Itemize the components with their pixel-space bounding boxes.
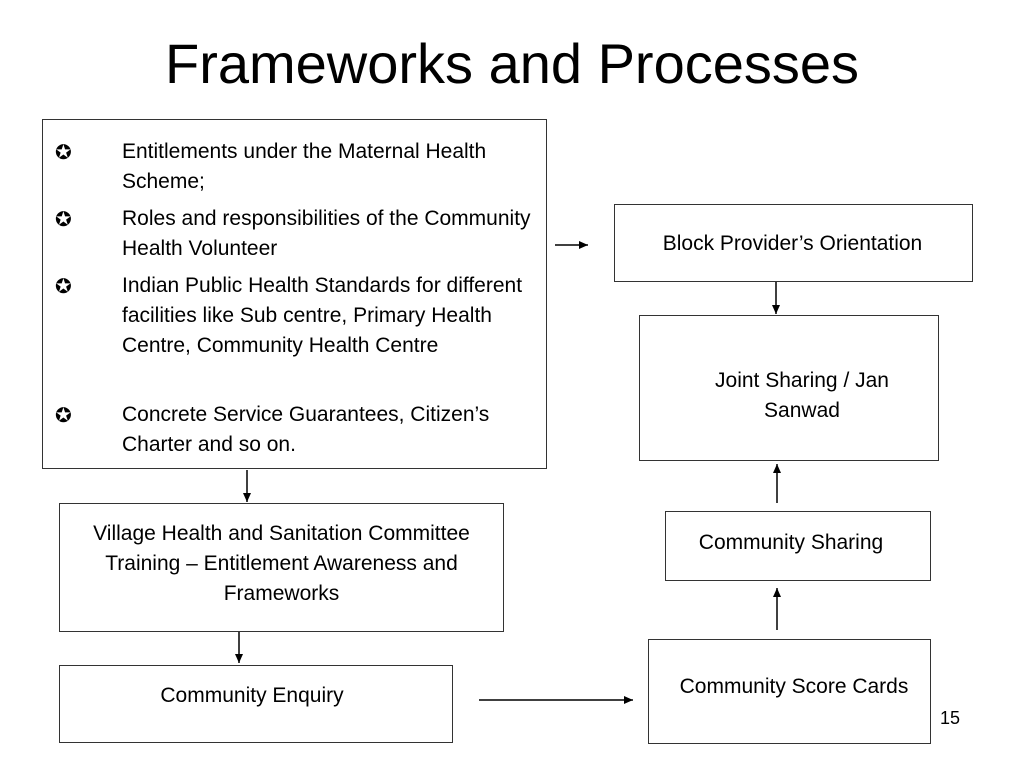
vhsc-training-label: Village Health and Sanitation Committee … — [93, 522, 470, 605]
community-sharing-label: Community Sharing — [698, 531, 884, 554]
community-score-cards-label: Community Score Cards — [679, 675, 909, 698]
bullet-text: Concrete Service Guarantees, Citizen’s C… — [122, 403, 490, 456]
community-enquiry-box: Community Enquiry — [59, 665, 453, 743]
frameworks-list-box: ✪ Entitlements under the Maternal Health… — [42, 119, 547, 469]
page-number: 15 — [940, 708, 961, 728]
block-orientation-box: Block Provider’s Orientation — [614, 204, 973, 282]
star-bullet-icon: ✪ — [55, 405, 72, 427]
joint-sharing-label: Joint Sharing / Jan Sanwad — [715, 369, 889, 422]
star-bullet-icon: ✪ — [55, 276, 72, 298]
vhsc-training-box: Village Health and Sanitation Committee … — [59, 503, 504, 632]
community-sharing-box: Community Sharing — [665, 511, 931, 581]
bullet-text: Entitlements under the Maternal Health S… — [122, 140, 487, 193]
block-orientation-label: Block Provider’s Orientation — [662, 232, 923, 255]
joint-sharing-box: Joint Sharing / Jan Sanwad — [639, 315, 939, 461]
community-score-cards-box: Community Score Cards — [648, 639, 931, 744]
slide-title: Frameworks and Processes — [164, 32, 859, 95]
star-bullet-icon: ✪ — [55, 209, 72, 231]
community-enquiry-label: Community Enquiry — [160, 684, 344, 707]
bullet-text: Roles and responsibilities of the Commun… — [122, 207, 531, 260]
star-bullet-icon: ✪ — [55, 142, 72, 164]
bullet-text: Indian Public Health Standards for diffe… — [122, 274, 523, 357]
